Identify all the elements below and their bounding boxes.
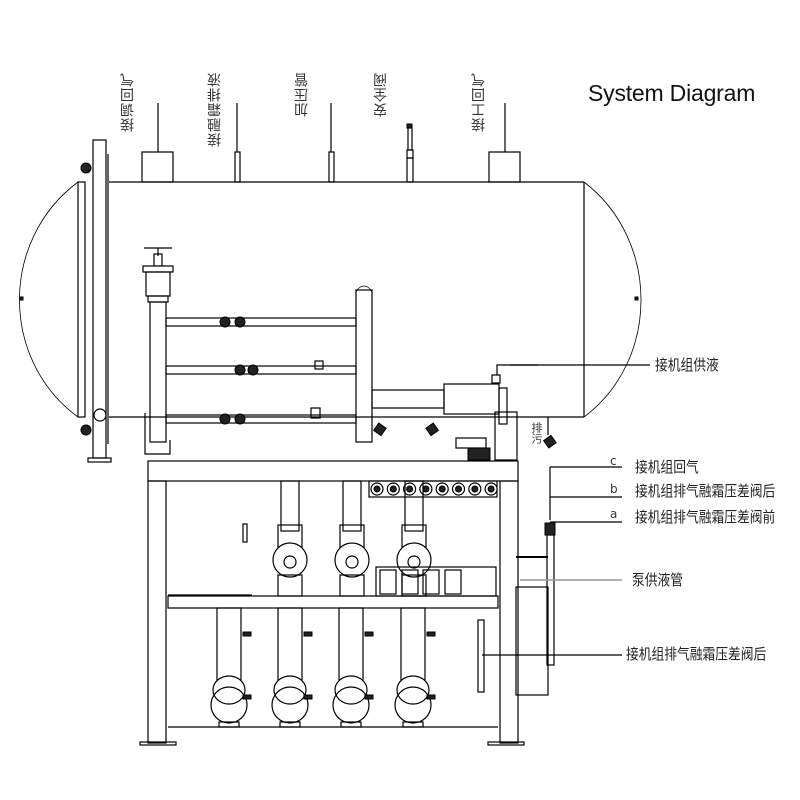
separator-foot: [340, 721, 362, 728]
separator-valve: [426, 694, 436, 700]
compressor-base: [339, 574, 365, 597]
separator-head: [212, 675, 246, 705]
riser-pipe: [355, 285, 538, 461]
gauge-dial: [455, 485, 462, 493]
compressor-hub: [283, 555, 297, 569]
tag-c: c: [610, 454, 617, 468]
separator-valve: [242, 694, 252, 700]
compressors: [272, 480, 432, 597]
compressor-base: [277, 574, 303, 597]
angle-valves: [372, 422, 557, 461]
separator-head: [396, 675, 430, 705]
gauge-dial: [406, 485, 414, 493]
skid-frame: [139, 460, 525, 746]
compressor-hub: [407, 555, 421, 569]
gauge-dial: [438, 485, 446, 493]
separator-valve: [303, 631, 313, 637]
tag-b: b: [610, 482, 618, 496]
separator-bowl: [210, 686, 248, 724]
discharge-pipe: [404, 480, 424, 532]
gauge-dial: [373, 485, 381, 493]
separator-foot: [402, 721, 424, 728]
discharge-pipe: [342, 480, 362, 532]
label-drain: 排污: [530, 422, 543, 444]
separator-valve: [242, 631, 252, 637]
separator-bowl: [271, 686, 309, 724]
label-pump-supply: 泵供液管: [632, 571, 684, 589]
compressor-flange: [334, 542, 370, 578]
separator-head: [273, 675, 307, 705]
compressor-base: [401, 574, 427, 597]
right-side-piping: [477, 466, 622, 696]
separator-head: [334, 675, 368, 705]
label-return-gas: 接机组回气: [635, 458, 699, 476]
gauges: [370, 482, 498, 496]
filter-blocks: [375, 566, 497, 597]
top-nozzles: [141, 123, 521, 183]
gauge-dial: [487, 485, 495, 493]
top-leader-lines: [157, 103, 506, 152]
gauge-dial: [471, 485, 479, 493]
oil-separators: [210, 607, 436, 728]
label-defrost-after: 接机组排气融霜压差阀后: [635, 482, 776, 500]
separator-valve: [426, 631, 436, 637]
label-supply: 接机组供液: [655, 356, 719, 374]
separator-valve: [364, 694, 374, 700]
separator-bowl: [394, 686, 432, 724]
horizontal-vessel: [19, 139, 642, 463]
separator-bowl: [332, 686, 370, 724]
manifold-pipes: [165, 316, 357, 425]
gauge-dial: [422, 485, 430, 493]
discharge-pipe: [280, 480, 300, 532]
compressor-hub: [345, 555, 359, 569]
compressor-flange: [272, 542, 308, 578]
diagram-title: System Diagram: [588, 80, 756, 106]
compressor-flange: [396, 542, 432, 578]
tag-a: a: [610, 507, 618, 521]
label-defrost-after-lower: 接机组排气融霜压差阀后: [626, 645, 767, 663]
separator-foot: [218, 721, 240, 728]
label-defrost-before: 接机组排气融霜压差阀前: [635, 508, 776, 526]
separator-foot: [279, 721, 301, 728]
gauge-dial: [389, 485, 397, 493]
separator-valve: [303, 694, 313, 700]
separator-valve: [364, 631, 374, 637]
